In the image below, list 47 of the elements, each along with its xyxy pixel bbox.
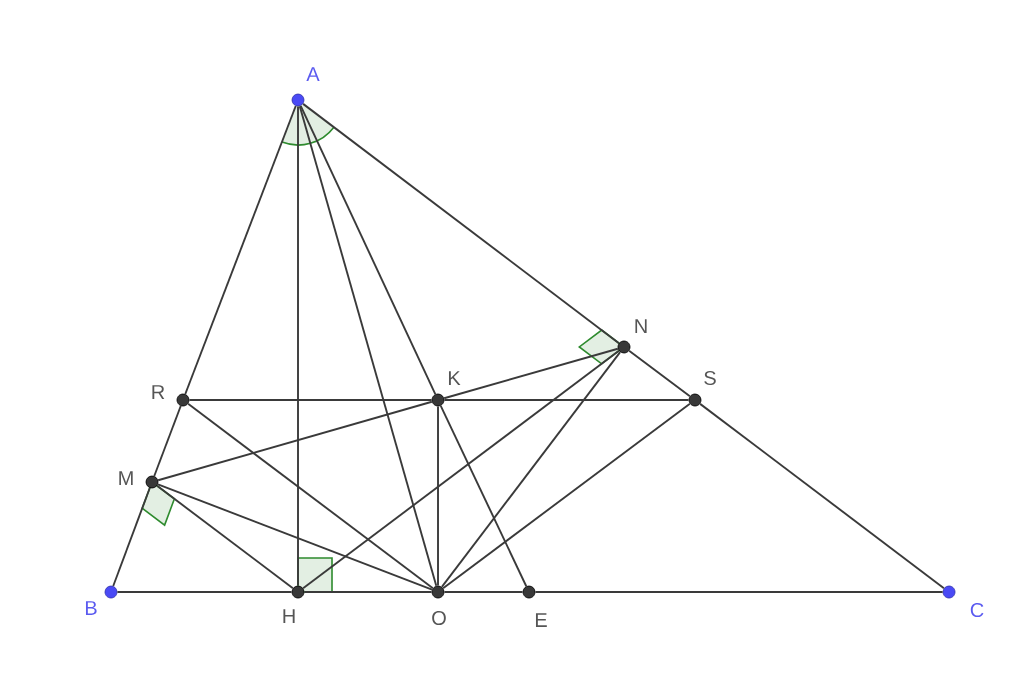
line-segment xyxy=(303,591,433,593)
point-label: O xyxy=(432,610,446,626)
point xyxy=(145,475,159,489)
line-segment xyxy=(439,404,528,588)
point-label: R xyxy=(152,385,165,399)
line-segment xyxy=(302,349,620,590)
point-label: E xyxy=(536,613,547,627)
line-segment xyxy=(442,402,691,590)
line-segment xyxy=(116,591,293,593)
point xyxy=(291,93,305,107)
line-segment xyxy=(297,105,299,587)
point-label: M xyxy=(119,471,133,485)
point-label: N xyxy=(635,319,647,333)
line-segment xyxy=(157,400,433,482)
line-segment xyxy=(188,399,433,401)
point xyxy=(291,585,305,599)
point xyxy=(942,585,956,599)
line-segment xyxy=(187,402,434,590)
point-label: H xyxy=(283,609,295,623)
point xyxy=(431,585,445,599)
line-segment xyxy=(298,105,438,587)
point xyxy=(522,585,536,599)
line-segment xyxy=(437,405,439,587)
point-label: C xyxy=(970,602,984,618)
point xyxy=(176,393,190,407)
line-segment xyxy=(153,405,182,477)
line-segment xyxy=(628,349,691,398)
line-segment xyxy=(112,487,151,587)
line-segment xyxy=(699,402,945,590)
point xyxy=(617,340,631,354)
point-label: S xyxy=(704,370,716,386)
point xyxy=(104,585,118,599)
point xyxy=(688,393,702,407)
line-segment xyxy=(440,351,622,588)
point-label: A xyxy=(306,67,320,81)
line-segment xyxy=(534,591,944,593)
line-segment xyxy=(184,105,297,395)
line-segment xyxy=(299,104,437,396)
point-label: K xyxy=(449,371,461,385)
line-segment xyxy=(157,483,433,591)
line-segment xyxy=(443,399,690,401)
line-segment xyxy=(443,591,524,593)
line-segment xyxy=(156,484,294,590)
point-label: B xyxy=(86,601,97,615)
line-segment xyxy=(443,347,619,400)
line-segment xyxy=(302,102,620,345)
point xyxy=(431,393,445,407)
